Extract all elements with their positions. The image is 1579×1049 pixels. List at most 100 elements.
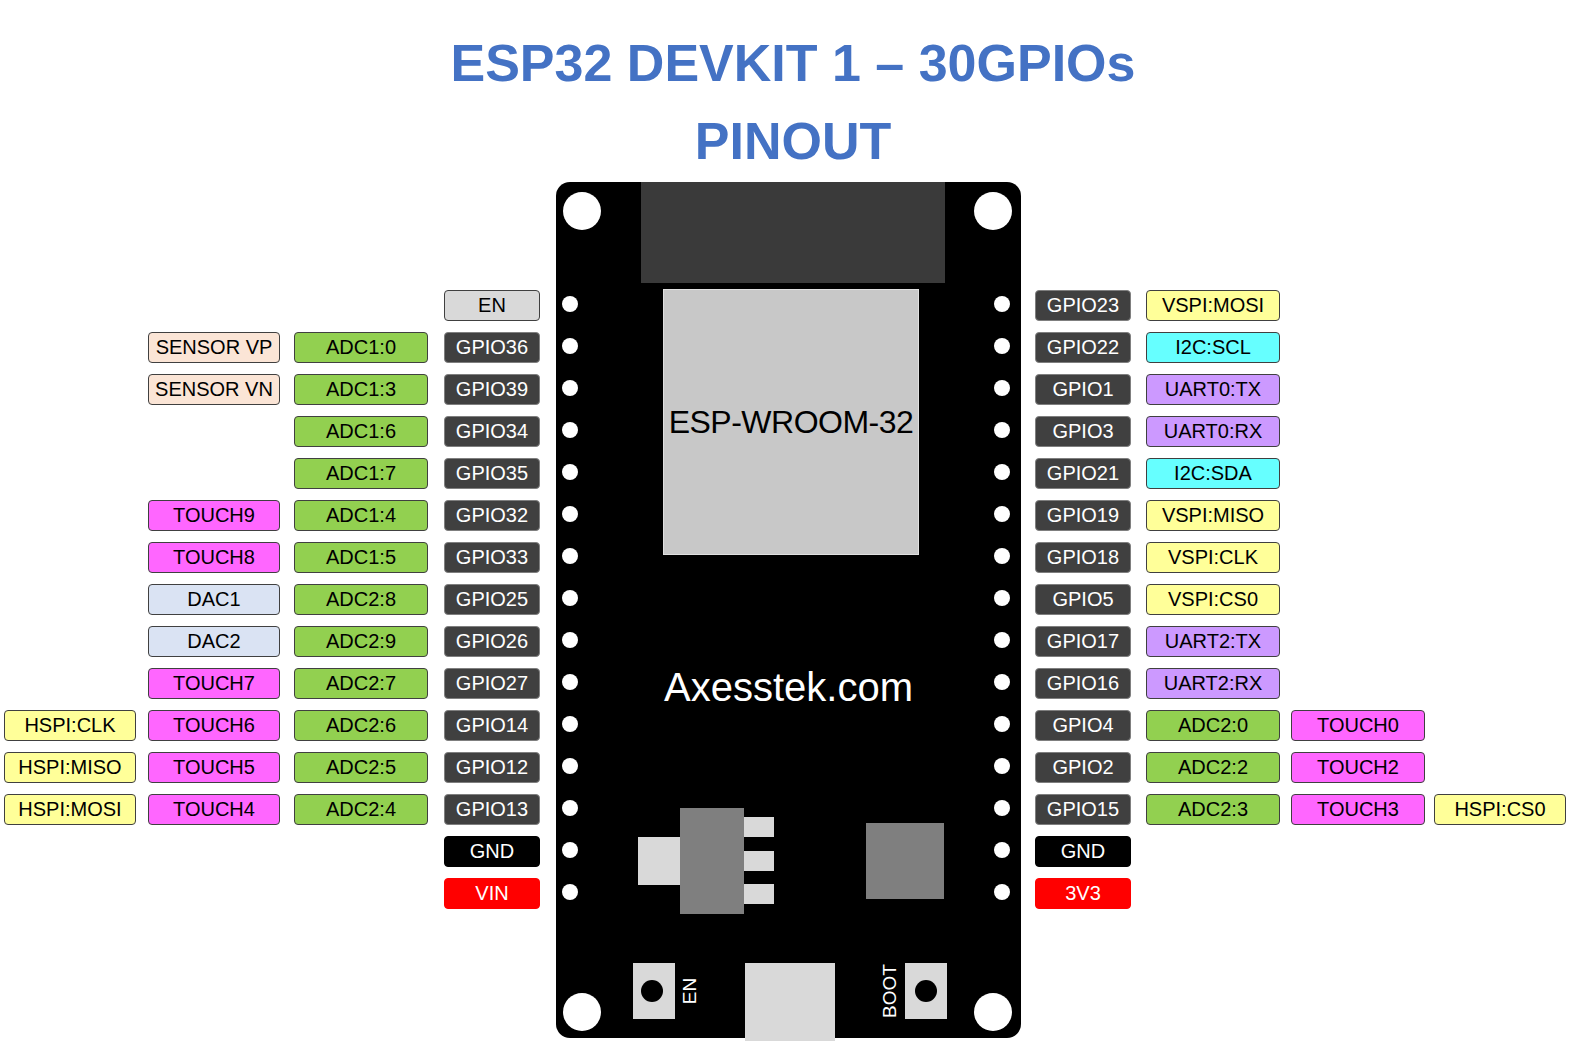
pin-text: I2C:SDA [1174,462,1252,485]
gpio-label: GPIO16 [1035,668,1131,699]
boot-button-label: BOOT [879,964,901,1018]
pin-text: GPIO26 [456,630,528,653]
gpio-label: GPIO12 [444,752,540,783]
boot-button [905,963,947,1019]
pin-text: TOUCH7 [173,672,255,695]
adc-label: ADC2:2 [1146,752,1280,783]
gpio-label: GPIO36 [444,332,540,363]
pin-text: TOUCH4 [173,798,255,821]
touch-label: TOUCH4 [148,794,280,825]
gpio-label: GPIO18 [1035,542,1131,573]
ground-label: GND [444,836,540,867]
pin-text: ADC2:4 [326,798,396,821]
pin-text: SENSOR VN [155,378,273,401]
pin-text: GPIO3 [1052,420,1113,443]
gpio-label: GPIO39 [444,374,540,405]
pcb [556,182,1021,1038]
adc-label: ADC2:5 [294,752,428,783]
pin-text: VSPI:MOSI [1162,294,1264,317]
pin-text: GPIO5 [1052,588,1113,611]
pin-text: UART0:RX [1164,420,1263,443]
mount-hole [563,993,601,1031]
adc-label: ADC2:8 [294,584,428,615]
pin-text: VSPI:MISO [1162,504,1264,527]
touch-label: TOUCH2 [1291,752,1425,783]
i2c-label: I2C:SDA [1146,458,1280,489]
pin-text: GPIO25 [456,588,528,611]
pin-text: VSPI:CLK [1168,546,1258,569]
module-name: ESP-WROOM-32 [664,403,918,441]
gpio-label: GPIO1 [1035,374,1131,405]
pin-text: ADC1:7 [326,462,396,485]
pin-text: GPIO32 [456,504,528,527]
uart-label: UART2:TX [1146,626,1280,657]
pin-text: ADC2:3 [1178,798,1248,821]
adc-label: ADC2:6 [294,710,428,741]
gpio-label: GPIO4 [1035,710,1131,741]
gpio-label: GPIO13 [444,794,540,825]
spi-label: HSPI:CLK [4,710,136,741]
touch-label: TOUCH7 [148,668,280,699]
usb-chip [866,823,944,899]
touch-label: TOUCH5 [148,752,280,783]
pin-text: DAC1 [187,588,240,611]
pin-text: ADC1:5 [326,546,396,569]
gpio-label: GPIO22 [1035,332,1131,363]
gpio-label: GPIO23 [1035,290,1131,321]
pin-text: TOUCH0 [1317,714,1399,737]
pin-text: TOUCH9 [173,504,255,527]
pin-text: GPIO13 [456,798,528,821]
pin-text: ADC1:6 [326,420,396,443]
en-button-label: EN [679,978,701,1004]
pin-text: GND [470,840,514,863]
pin-text: GND [1061,840,1105,863]
adc-label: ADC1:7 [294,458,428,489]
pin-text: GPIO19 [1047,504,1119,527]
pin-text: TOUCH2 [1317,756,1399,779]
adc-label: ADC2:0 [1146,710,1280,741]
pin-text: ADC2:5 [326,756,396,779]
sensor-label: SENSOR VP [148,332,280,363]
adc-label: ADC1:3 [294,374,428,405]
pin-text: GPIO1 [1052,378,1113,401]
adc-label: ADC2:7 [294,668,428,699]
dac-label: DAC1 [148,584,280,615]
gpio-label: GPIO2 [1035,752,1131,783]
pin-text: ADC1:3 [326,378,396,401]
gpio-label: GPIO3 [1035,416,1131,447]
gpio-label: GPIO17 [1035,626,1131,657]
pin-text: GPIO14 [456,714,528,737]
pin-text: EN [478,294,506,317]
pin-text: ADC2:8 [326,588,396,611]
gpio-label: GPIO26 [444,626,540,657]
pin-text: TOUCH3 [1317,798,1399,821]
pin-text: I2C:SCL [1175,336,1251,359]
spi-label: HSPI:MOSI [4,794,136,825]
adc-label: ADC2:9 [294,626,428,657]
pin-text: GPIO22 [1047,336,1119,359]
title: ESP32 DEVKIT 1 – 30GPIOs PINOUT [393,24,1193,180]
uart-label: UART0:TX [1146,374,1280,405]
adc-label: ADC1:0 [294,332,428,363]
enable-label: EN [444,290,540,321]
spi-label: VSPI:CLK [1146,542,1280,573]
i2c-label: I2C:SCL [1146,332,1280,363]
touch-label: TOUCH0 [1291,710,1425,741]
en-button [633,963,675,1019]
adc-label: ADC2:3 [1146,794,1280,825]
pin-text: UART2:TX [1165,630,1261,653]
pin-text: GPIO33 [456,546,528,569]
spi-label: VSPI:MOSI [1146,290,1280,321]
pin-text: UART0:TX [1165,378,1261,401]
pin-text: GPIO4 [1052,714,1113,737]
pin-text: TOUCH6 [173,714,255,737]
antenna-area [641,182,945,283]
pin-text: DAC2 [187,630,240,653]
pin-text: GPIO35 [456,462,528,485]
spi-label: VSPI:CS0 [1146,584,1280,615]
gpio-label: GPIO14 [444,710,540,741]
gpio-label: GPIO32 [444,500,540,531]
pin-text: GPIO2 [1052,756,1113,779]
pin-text: GPIO23 [1047,294,1119,317]
dac-label: DAC2 [148,626,280,657]
